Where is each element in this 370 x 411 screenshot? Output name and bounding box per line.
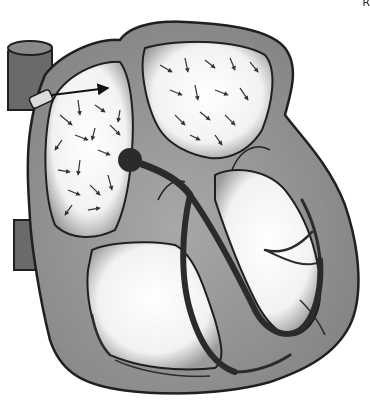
corner-label: R [362, 0, 370, 9]
